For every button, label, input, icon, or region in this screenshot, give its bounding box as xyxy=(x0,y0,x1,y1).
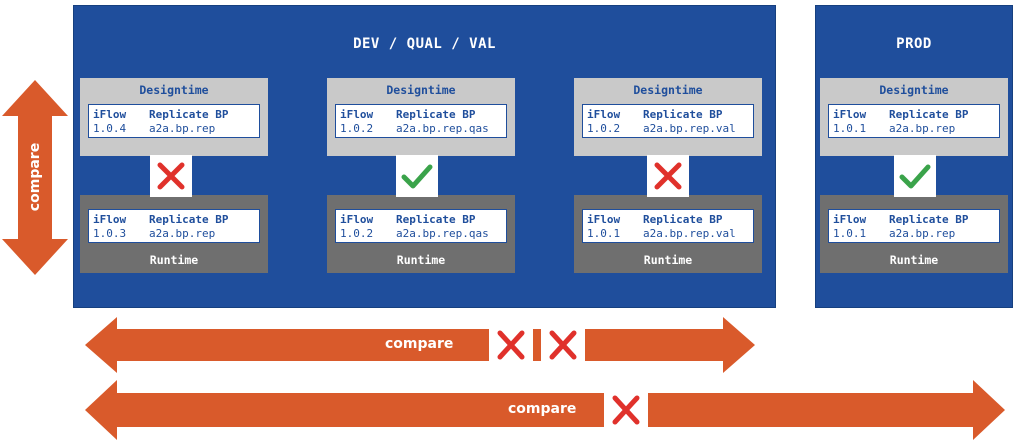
artifact-card: iFlow Replicate BP 1.0.2 a2a.bp.rep.qas xyxy=(335,209,507,243)
artifact-id: a2a.bp.rep xyxy=(889,227,956,240)
artifact-id: a2a.bp.rep.val xyxy=(643,122,736,135)
mismatch-cross-icon xyxy=(647,155,689,197)
artifact-version: 1.0.3 xyxy=(93,227,127,240)
artifact-card: iFlow Replicate BP 1.0.2 a2a.bp.rep.qas xyxy=(335,104,507,138)
artifact-name: Replicate BP xyxy=(149,213,229,226)
artifact-version: 1.0.2 xyxy=(340,227,374,240)
compare-arrow-prod: compare xyxy=(85,380,1005,440)
compare-label: compare xyxy=(508,401,577,417)
artifact-id: a2a.bp.rep xyxy=(889,122,956,135)
artifact-name: Replicate BP xyxy=(889,213,969,226)
artifact-type: iFlow xyxy=(587,108,621,121)
compare-label: compare xyxy=(385,336,454,352)
cross-icon xyxy=(541,325,585,365)
designtime-box-1: Designtime iFlow Replicate BP 1.0.4 a2a.bp… xyxy=(80,78,268,156)
runtime-label: Runtime xyxy=(396,253,446,267)
artifact-id: a2a.bp.rep xyxy=(149,227,216,240)
artifact-version: 1.0.1 xyxy=(587,227,621,240)
artifact-card: iFlow Replicate BP 1.0.1 a2a.bp.rep xyxy=(828,104,1000,138)
artifact-name: Replicate BP xyxy=(643,108,723,121)
artifact-version: 1.0.2 xyxy=(340,122,374,135)
runtime-box-1: iFlow Replicate BP 1.0.3 a2a.bp.rep Runtim… xyxy=(80,195,268,273)
artifact-id: a2a.bp.rep xyxy=(149,122,216,135)
match-check-icon xyxy=(396,155,438,197)
runtime-label: Runtime xyxy=(889,253,939,267)
artifact-type: iFlow xyxy=(93,213,127,226)
artifact-version: 1.0.2 xyxy=(587,122,621,135)
runtime-box-prod: iFlow Replicate BP 1.0.1 a2a.bp.rep Runtim… xyxy=(820,195,1008,273)
mismatch-cross-icon xyxy=(150,155,192,197)
artifact-name: Replicate BP xyxy=(889,108,969,121)
artifact-type: iFlow xyxy=(340,213,374,226)
artifact-card: iFlow Replicate BP 1.0.1 a2a.bp.rep.val xyxy=(582,209,754,243)
designtime-label: Designtime xyxy=(139,83,209,97)
artifact-id: a2a.bp.rep.qas xyxy=(396,122,489,135)
vertical-compare-arrow: compare xyxy=(2,80,68,275)
designtime-box-2: Designtime iFlow Replicate BP 1.0.2 a2a.bp… xyxy=(327,78,515,156)
artifact-version: 1.0.1 xyxy=(833,227,867,240)
artifact-id: a2a.bp.rep.val xyxy=(643,227,736,240)
artifact-card: iFlow Replicate BP 1.0.2 a2a.bp.rep.val xyxy=(582,104,754,138)
artifact-card: iFlow Replicate BP 1.0.4 a2a.bp.rep xyxy=(88,104,260,138)
artifact-type: iFlow xyxy=(93,108,127,121)
artifact-type: iFlow xyxy=(833,213,867,226)
designtime-label: Designtime xyxy=(633,83,703,97)
artifact-type: iFlow xyxy=(587,213,621,226)
artifact-name: Replicate BP xyxy=(396,108,476,121)
artifact-name: Replicate BP xyxy=(643,213,723,226)
nonprod-environment-title: DEV / QUAL / VAL xyxy=(353,36,496,52)
runtime-label: Runtime xyxy=(149,253,199,267)
designtime-box-3: Designtime iFlow Replicate BP 1.0.2 a2a.bp… xyxy=(574,78,762,156)
artifact-card: iFlow Replicate BP 1.0.1 a2a.bp.rep xyxy=(828,209,1000,243)
artifact-card: iFlow Replicate BP 1.0.3 a2a.bp.rep xyxy=(88,209,260,243)
designtime-box-prod: Designtime iFlow Replicate BP 1.0.1 a2a.bp… xyxy=(820,78,1008,156)
artifact-type: iFlow xyxy=(340,108,374,121)
runtime-label: Runtime xyxy=(643,253,693,267)
artifact-type: iFlow xyxy=(833,108,867,121)
designtime-label: Designtime xyxy=(879,83,949,97)
runtime-box-2: iFlow Replicate BP 1.0.2 a2a.bp.rep.qas Ru… xyxy=(327,195,515,273)
artifact-name: Replicate BP xyxy=(149,108,229,121)
runtime-box-3: iFlow Replicate BP 1.0.1 a2a.bp.rep.val Ru… xyxy=(574,195,762,273)
match-check-icon xyxy=(894,155,936,197)
designtime-label: Designtime xyxy=(386,83,456,97)
vertical-compare-label: compare xyxy=(27,142,43,212)
compare-arrow-nonprod: compare xyxy=(85,317,755,373)
artifact-version: 1.0.1 xyxy=(833,122,867,135)
cross-icon xyxy=(604,390,648,430)
artifact-name: Replicate BP xyxy=(396,213,476,226)
artifact-version: 1.0.4 xyxy=(93,122,127,135)
prod-environment-title: PROD xyxy=(896,36,932,52)
cross-icon xyxy=(489,325,533,365)
artifact-id: a2a.bp.rep.qas xyxy=(396,227,489,240)
